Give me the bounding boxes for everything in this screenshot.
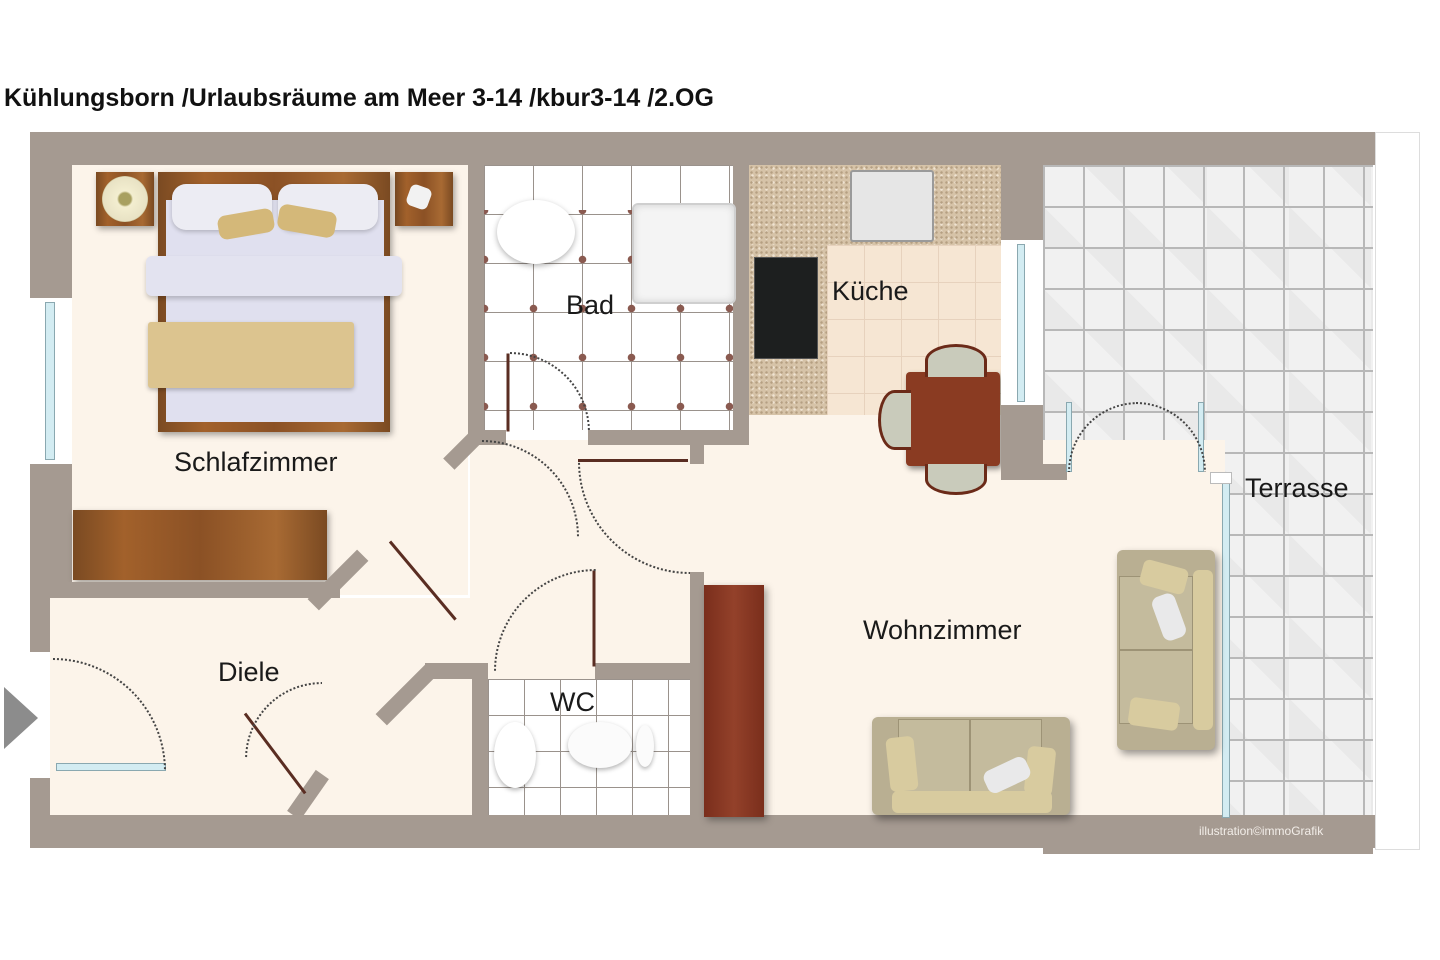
lamp-icon (102, 176, 148, 222)
entry-arrow-icon[interactable] (4, 687, 38, 749)
toilet (568, 722, 632, 768)
label-wohnzimmer: Wohnzimmer (863, 615, 1022, 645)
sofa-right (1117, 550, 1215, 750)
label-kueche: Küche (832, 276, 909, 306)
sofa-right-back (1193, 570, 1213, 730)
label-wc: WC (550, 687, 595, 717)
sofa-right-pillow-b (1127, 696, 1181, 732)
floorplan-title: Kühlungsborn /Urlaubsräume am Meer 3-14 … (4, 84, 714, 112)
wall-bottom-ext (1043, 840, 1373, 854)
wall-bad-bottom-b (588, 430, 748, 445)
shower-tray (632, 203, 736, 304)
terrace-edge (1375, 132, 1420, 850)
wall-terrace-stub (1001, 464, 1067, 480)
label-bad: Bad (566, 290, 615, 320)
wall-wohnzimmer-left (690, 572, 704, 815)
wall-schlafzimmer-bottom (30, 582, 340, 598)
illustration-credit: illustration©immoGrafik (1199, 824, 1324, 838)
door-bad[interactable] (506, 353, 510, 432)
duvet-fold (146, 256, 402, 296)
dining-table (906, 372, 1000, 466)
wall-bad-left (468, 165, 484, 445)
terrace-corner-post (1210, 472, 1232, 484)
wall-top (30, 132, 1375, 165)
label-schlafzimmer: Schlafzimmer (174, 447, 338, 477)
sofa-bottom (872, 717, 1070, 815)
sink (754, 257, 818, 359)
wc-washbasin (494, 722, 536, 788)
dining-chair-left (878, 390, 911, 450)
dresser (73, 510, 327, 580)
label-diele: Diele (218, 657, 280, 687)
wall-wc-top-a (425, 663, 488, 679)
terrace-glass-wall (1222, 476, 1230, 818)
sofa-bottom-pillow-a (885, 735, 919, 793)
dining-chair-bottom (925, 464, 987, 495)
window-glass (45, 302, 55, 460)
wall-wc-left (472, 663, 488, 815)
washbasin-bad (497, 200, 575, 264)
wall-bad-stub (690, 440, 704, 464)
bed-throw (148, 322, 354, 388)
stove (850, 170, 934, 242)
door-wohnzimmer[interactable] (578, 459, 688, 462)
wall-wc-top-b (595, 663, 690, 679)
wardrobe (704, 585, 764, 817)
toilet-tank (636, 725, 654, 767)
dining-chair-top (925, 344, 987, 377)
bed-mattress (166, 200, 384, 422)
window-kueche-glass (1017, 244, 1025, 402)
wall-bad-right (733, 165, 749, 445)
sofa-bottom-back (892, 791, 1052, 813)
label-terrasse: Terrasse (1245, 473, 1349, 503)
